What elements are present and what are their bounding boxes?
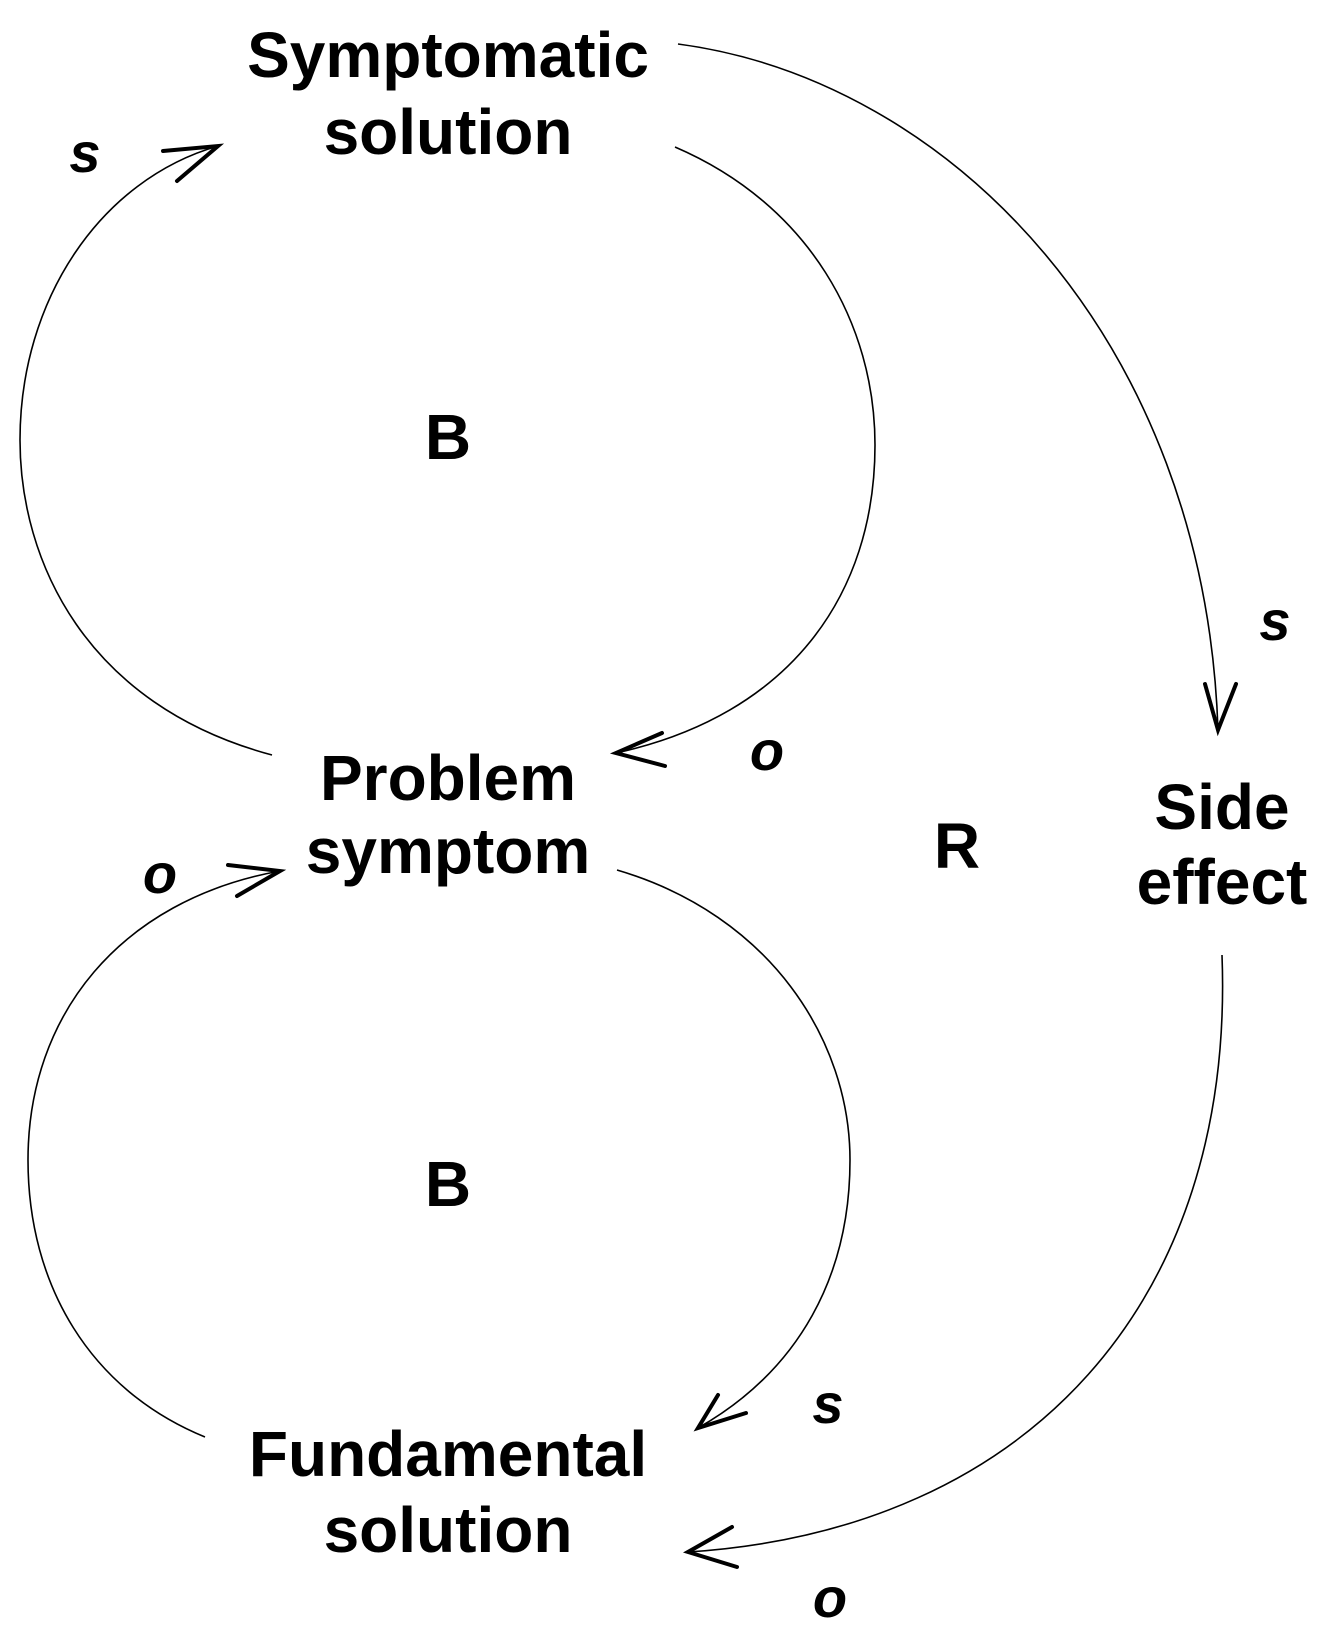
link-symptomatic-to-side-effect-arrowhead — [1203, 682, 1238, 737]
link-side-effect-to-fundamental-arrowhead — [682, 1525, 739, 1569]
side-effect-line1: Side — [1154, 771, 1289, 843]
link-side-effect-to-fundamental — [687, 954, 1224, 1553]
problem-symptom-line2: symptom — [306, 815, 591, 887]
node-side-effect: Side effect — [1137, 771, 1308, 918]
polarity-problem-to-fundamental: s — [812, 1372, 843, 1435]
symptomatic-solution-line1: Symptomatic — [247, 19, 649, 91]
fundamental-solution-line2: solution — [324, 1494, 573, 1566]
link-fundamental-to-problem-arrowhead — [226, 863, 287, 898]
node-symptomatic-solution: Symptomatic solution — [247, 19, 649, 168]
loop-label-r: R — [934, 810, 980, 882]
link-symptomatic-to-problem — [615, 146, 876, 754]
problem-symptom-line1: Problem — [320, 742, 576, 814]
loop-label-upper-b: B — [425, 401, 471, 473]
link-problem-to-symptomatic — [19, 145, 273, 756]
polarity-fundamental-to-problem: o — [143, 842, 177, 905]
polarity-symptomatic-to-problem: o — [750, 719, 784, 782]
side-effect-line2: effect — [1137, 846, 1308, 918]
link-symptomatic-to-problem-arrowhead — [609, 731, 667, 768]
loop-label-lower-b: B — [425, 1148, 471, 1220]
link-fundamental-to-problem — [27, 870, 281, 1438]
polarity-symptomatic-to-side-effect: s — [1259, 589, 1290, 652]
polarity-side-effect-to-fundamental: o — [813, 1566, 847, 1629]
link-problem-to-symptomatic-arrowhead — [161, 143, 225, 183]
symptomatic-solution-line2: solution — [324, 96, 573, 168]
node-fundamental-solution: Fundamental solution — [249, 1418, 647, 1566]
fundamental-solution-line1: Fundamental — [249, 1418, 647, 1490]
node-problem-symptom: Problem symptom — [306, 742, 591, 887]
polarity-problem-to-symptomatic: s — [69, 121, 100, 184]
link-problem-to-fundamental — [616, 869, 851, 1429]
link-problem-to-fundamental-arrowhead — [693, 1393, 748, 1432]
link-symptomatic-to-side-effect — [677, 43, 1219, 731]
